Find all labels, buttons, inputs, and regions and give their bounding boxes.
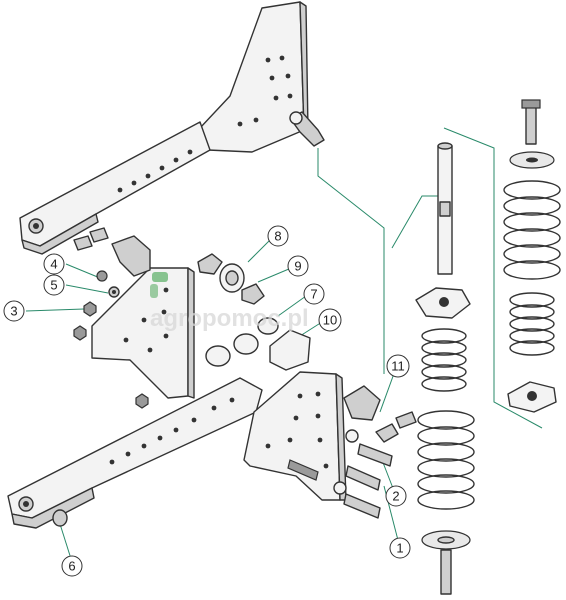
left-bracket-plate: [91, 235, 195, 399]
callout-8-label: 8: [274, 229, 281, 244]
left-hardware: [73, 227, 149, 409]
right-bolts: [287, 385, 417, 519]
callout-5-label: 5: [50, 278, 57, 293]
callout-4-label: 4: [50, 257, 57, 272]
callout-8: 8: [267, 225, 289, 247]
callout-3: 3: [3, 300, 25, 322]
callout-4: 4: [43, 253, 65, 275]
callout-7-label: 7: [310, 287, 317, 302]
callout-2-label: 2: [392, 489, 399, 504]
bushings-group: [197, 253, 311, 371]
spring-assembly-right: [503, 99, 561, 413]
callout-10: 10: [318, 308, 342, 332]
callout-3-label: 3: [10, 304, 17, 319]
callout-1: 1: [389, 537, 411, 559]
callouts: 1 2 3 4 5 6 7 8: [3, 225, 411, 577]
callout-9: 9: [287, 255, 309, 277]
callout-1-label: 1: [396, 541, 403, 556]
spring-assembly-middle: [415, 287, 475, 595]
watermark: agropomoc.pl: [150, 272, 309, 332]
callout-10-label: 10: [323, 313, 337, 328]
watermark-text: agropomoc.pl: [150, 305, 309, 332]
callout-2: 2: [385, 485, 407, 507]
callout-7: 7: [303, 283, 325, 305]
callout-6-label: 6: [68, 559, 75, 574]
callout-11: 11: [386, 354, 410, 378]
right-bracket-plate: [243, 371, 347, 501]
upper-frame-arm: [19, 1, 325, 255]
callout-11-label: 11: [391, 359, 405, 374]
guide-rod: [437, 142, 453, 275]
callout-9-label: 9: [294, 259, 301, 274]
lower-arm: [7, 377, 263, 529]
callout-5: 5: [43, 274, 65, 296]
callout-6: 6: [61, 555, 83, 577]
